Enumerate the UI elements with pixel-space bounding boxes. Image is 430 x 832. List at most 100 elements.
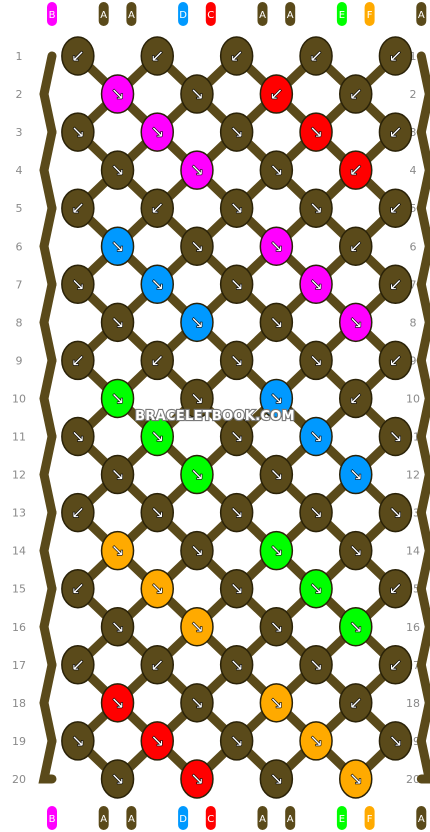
knot-shape: [100, 530, 135, 571]
knot-direction-arrow: ↙: [388, 275, 402, 295]
knot-direction-arrow: ↘: [269, 694, 283, 714]
knot-shape: [140, 188, 174, 228]
knot: ↘: [339, 530, 373, 571]
knot-direction-arrow: ↘: [110, 85, 124, 105]
knot-direction-arrow: ↘: [269, 542, 283, 562]
knot: ↘: [180, 607, 214, 647]
knot-direction-arrow: ↙: [150, 351, 164, 371]
knot-direction-arrow: ↘: [349, 770, 363, 790]
knot: ↘: [100, 530, 135, 571]
row-number-left: 16: [12, 621, 26, 634]
edge-strand-right: [416, 51, 430, 137]
knot-direction-arrow: ↙: [150, 656, 164, 676]
knot: ↘: [259, 683, 294, 723]
knot-shape: [339, 530, 373, 571]
top-strand-label: A: [287, 10, 294, 21]
knot-shape: [299, 36, 333, 76]
knot: ↘: [219, 188, 254, 228]
knot: ↘: [299, 188, 333, 228]
knot-direction-arrow: ↘: [110, 542, 124, 562]
bottom-strand-label: E: [339, 814, 345, 825]
knot: ↙: [140, 645, 174, 685]
knot-shape: [180, 74, 214, 114]
bottom-strand-label-tab: [336, 806, 347, 830]
knot-direction-arrow: ↘: [110, 237, 124, 257]
knot-direction-arrow: ↙: [388, 351, 402, 371]
row-number-right: 18: [406, 697, 420, 710]
knot-direction-arrow: ↙: [71, 47, 85, 67]
knot-shape: [100, 226, 135, 266]
knot: ↘: [299, 721, 333, 761]
edge-strand-right: [416, 203, 430, 289]
knot-direction-arrow: ↘: [71, 275, 85, 295]
knot-direction-arrow: ↘: [110, 313, 124, 333]
knot-direction-arrow: ↙: [349, 237, 363, 257]
knot: ↙: [219, 36, 254, 76]
knot-shape: [61, 340, 95, 381]
knot-shape: [180, 454, 214, 495]
knot-direction-arrow: ↙: [309, 47, 323, 67]
edge-strand-left: [39, 432, 57, 518]
knot-shape: [100, 607, 135, 647]
knot-direction-arrow: ↘: [190, 237, 204, 257]
row-number-left: 9: [16, 354, 23, 367]
knot-shape: [140, 645, 174, 685]
knot-direction-arrow: ↙: [388, 199, 402, 219]
row-number-right: 16: [406, 621, 420, 634]
top-strand-label-tab: [178, 2, 189, 26]
bottom-strand-label: A: [287, 814, 294, 825]
edge-strand-left: [39, 355, 57, 441]
knot-shape: [299, 112, 333, 152]
knot-direction-arrow: ↙: [388, 47, 402, 67]
top-strand-label-tab: [285, 2, 296, 26]
knot: ↘: [299, 645, 333, 685]
edge-strand-left: [39, 51, 57, 137]
bottom-strand-label-tab: [47, 806, 57, 830]
knot-direction-arrow: ↘: [110, 161, 124, 181]
knot-direction-arrow: ↘: [230, 428, 244, 448]
knot-shape: [100, 454, 135, 495]
row-number-left: 1: [16, 50, 23, 63]
row-number-left: 6: [16, 240, 23, 253]
knot-shape: [61, 568, 95, 609]
knot-direction-arrow: ↘: [71, 732, 85, 752]
knot-direction-arrow: ↙: [388, 123, 402, 143]
knot-direction-arrow: ↘: [230, 351, 244, 371]
knot: ↙: [140, 36, 174, 76]
knot: ↘: [100, 302, 135, 343]
edge-strand-left: [39, 508, 57, 594]
knot: ↙: [378, 340, 413, 381]
knot: ↘: [100, 74, 135, 114]
knot-direction-arrow: ↘: [150, 580, 164, 600]
knot: ↘: [219, 264, 254, 305]
row-number-right: 7: [410, 278, 417, 291]
top-strand-label-tab: [257, 2, 268, 26]
knot: ↙: [140, 340, 174, 381]
knot-direction-arrow: ↙: [150, 47, 164, 67]
knot-shape: [339, 607, 373, 647]
knot-direction-arrow: ↘: [110, 770, 124, 790]
knot-shape: [299, 416, 333, 457]
knot: ↙: [140, 188, 174, 228]
top-strand-label-tab: [336, 2, 347, 26]
knot-shape: [378, 721, 413, 761]
knot-direction-arrow: ↙: [349, 161, 363, 181]
knot-direction-arrow: ↙: [71, 580, 85, 600]
knot-shape: [339, 683, 373, 723]
knot: ↘: [219, 112, 254, 152]
knot: ↘: [259, 607, 294, 647]
knot-shape: [219, 721, 254, 761]
knot: ↘: [140, 264, 174, 305]
knot-shape: [140, 112, 174, 152]
knot-direction-arrow: ↘: [349, 466, 363, 486]
knot-shape: [100, 759, 135, 799]
knot-shape: [180, 759, 214, 799]
knot-shape: [378, 645, 413, 685]
top-strand-label: A: [100, 10, 107, 21]
knot-direction-arrow: ↙: [388, 656, 402, 676]
row-number-left: 3: [16, 126, 23, 139]
bottom-strand-label-tab: [98, 806, 109, 830]
knot: ↘: [140, 492, 174, 533]
knot-shape: [100, 378, 135, 419]
